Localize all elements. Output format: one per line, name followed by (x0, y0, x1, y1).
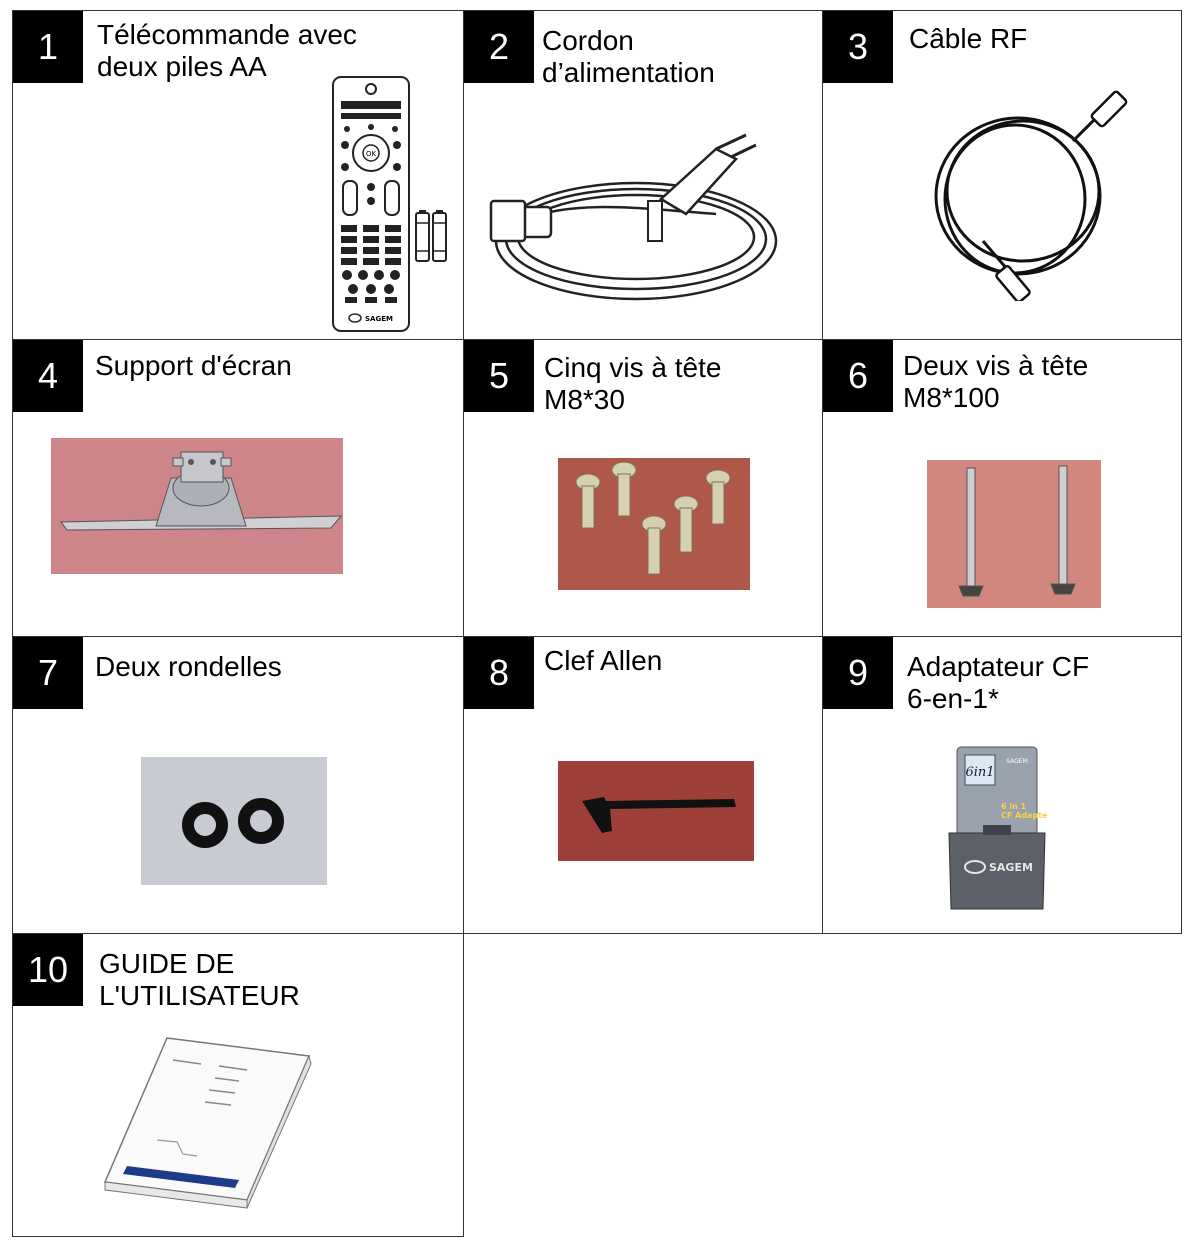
item-user-guide: 10 GUIDE DE L'UTILISATEUR (12, 933, 464, 1237)
item-screen-stand: 4 Support d'écran (12, 339, 464, 637)
item-remote: 1 Télécommande avec deux piles AA OK SAG… (12, 10, 464, 340)
allen-key-image (558, 761, 754, 861)
item-label: Adaptateur CF 6-en-1* (907, 651, 1090, 714)
item-number: 8 (464, 637, 534, 709)
item-number: 10 (13, 934, 83, 1006)
screws-m8x100-image (927, 460, 1101, 608)
item-label: GUIDE DE L'UTILISATEUR (99, 948, 300, 1011)
power-cord-image (489, 133, 778, 301)
item-number: 6 (823, 340, 893, 412)
adapter-card-brand: SAGEM (1006, 758, 1028, 765)
remote-control-image: OK SAGEM (332, 76, 410, 332)
adapter-brand: SAGEM (989, 861, 1033, 874)
item-number: 4 (13, 340, 83, 412)
item-number: 9 (823, 637, 893, 709)
item-number: 2 (464, 11, 534, 83)
item-cf-adapter: 9 Adaptateur CF 6-en-1* 6in1 SAGEM 6 in … (822, 636, 1182, 934)
adapter-badge: 6in1 (965, 765, 994, 780)
item-label: Télécommande avec deux piles AA (97, 19, 357, 82)
item-number: 5 (464, 340, 534, 412)
item-label: Support d'écran (95, 350, 292, 381)
item-number: 3 (823, 11, 893, 83)
screws-m8x30-image (558, 458, 750, 590)
item-label: Câble RF (909, 23, 1028, 54)
item-washers: 7 Deux rondelles (12, 636, 464, 934)
item-two-screws: 6 Deux vis à tête M8*100 (822, 339, 1182, 637)
item-five-screws: 5 Cinq vis à tête M8*30 (463, 339, 823, 637)
rf-cable-image (934, 90, 1128, 301)
item-rf-cable: 3 Câble RF (822, 10, 1182, 340)
item-label: Cinq vis à tête M8*30 (544, 352, 722, 415)
item-power-cord: 2 Cordon d’alimentation (463, 10, 823, 340)
item-number: 1 (13, 11, 83, 83)
screen-stand-image (51, 438, 343, 574)
item-label: Deux rondelles (95, 651, 282, 682)
ok-key-label: OK (366, 150, 377, 158)
item-number: 7 (13, 637, 83, 709)
item-label: Clef Allen (544, 645, 663, 676)
item-allen-key: 8 Clef Allen (463, 636, 823, 934)
aa-batteries-image (415, 210, 447, 262)
item-label: Deux vis à tête M8*100 (903, 350, 1089, 413)
user-guide-image (103, 1037, 312, 1209)
washers-image (141, 757, 327, 885)
remote-brand: SAGEM (365, 315, 393, 323)
item-label: Cordon d’alimentation (542, 25, 715, 88)
